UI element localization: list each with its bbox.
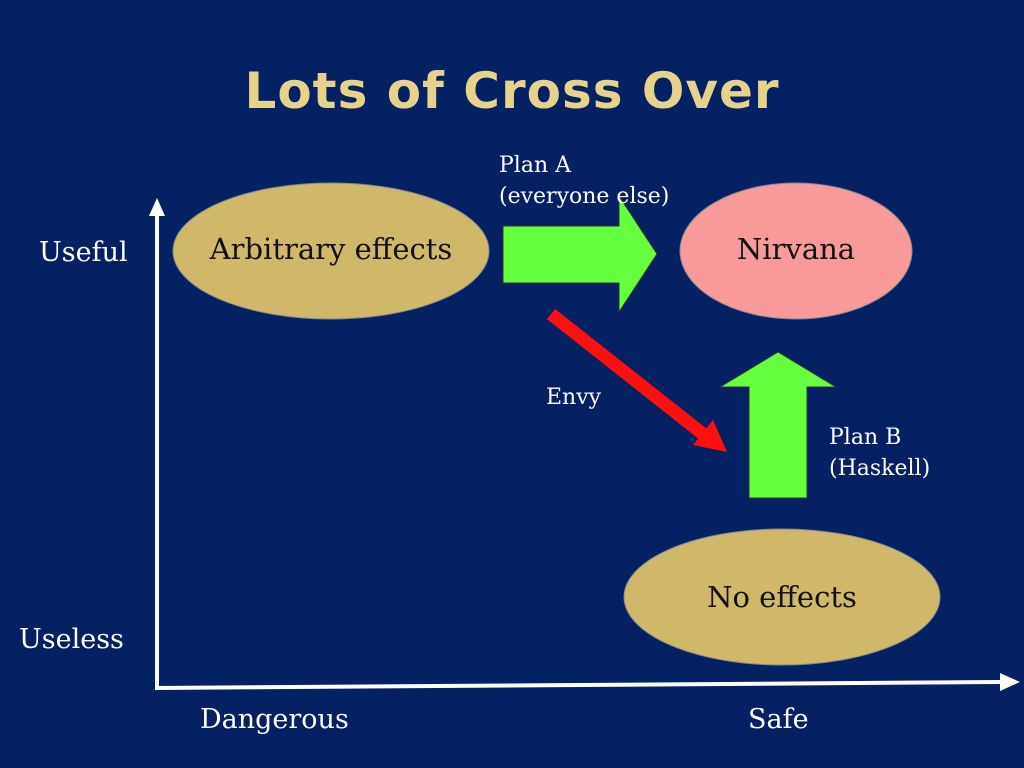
envy-arrow-head [693,420,727,452]
plan-b-arrow [718,351,838,499]
plan-a-description: (everyone else) [499,184,670,209]
x-axis-right-label: Safe [748,704,809,735]
no-effects-label: No effects [707,580,857,614]
y-axis-arrowhead [149,198,165,216]
plan-a-arrow [502,194,658,314]
y-axis-bottom-label: Useless [19,624,124,655]
plan-a-label: Plan A (everyone else) [499,150,669,212]
no-effects-ellipse [623,528,941,666]
x-axis-arrowhead [1000,673,1020,691]
plan-b-label: Plan B (Haskell) [829,422,930,484]
plan-a-name: Plan A [499,153,572,178]
plan-b-name: Plan B [829,425,902,450]
envy-label: Envy [546,385,602,410]
y-axis-top-label: Useful [39,237,128,268]
nirvana-label: Nirvana [736,232,856,266]
x-axis-line [154,680,1003,690]
plan-b-description: (Haskell) [829,456,931,481]
envy-arrow-shaft [546,308,713,444]
arbitrary-effects-label: Arbitrary effects [209,232,453,266]
x-axis-left-label: Dangerous [200,704,349,735]
arbitrary-effects-ellipse [172,182,490,320]
nirvana-ellipse [679,182,913,320]
slide-title: Lots of Cross Over [244,62,780,120]
